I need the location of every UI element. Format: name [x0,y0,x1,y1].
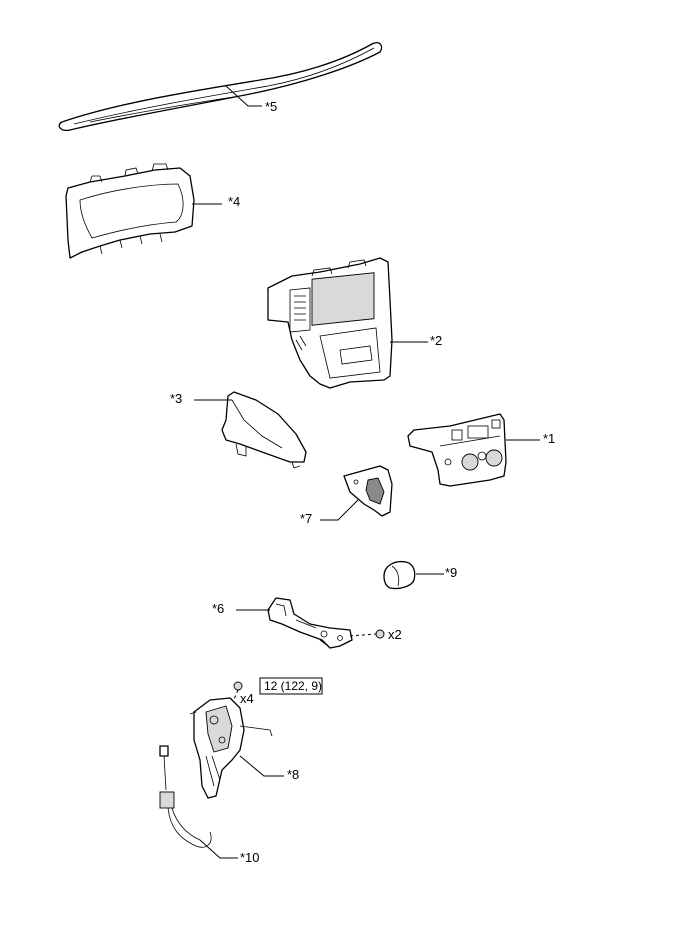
bracket-screw [349,629,385,639]
label-1: *1 [543,431,555,446]
label-10: *10 [240,850,260,865]
part-10-cable [159,745,212,848]
torque-value: 12 (122, 9) [264,679,322,693]
part-9-shift-knob [383,560,416,590]
label-8: *8 [287,767,299,782]
screw-quantity: x2 [388,627,402,642]
label-2: *2 [430,333,442,348]
label-7: *7 [300,511,312,526]
part-3-side-garnish [221,391,307,469]
part-7-shift-indicator [343,465,393,517]
label-3: *3 [170,391,182,406]
torque-box [259,677,323,695]
leader-5 [225,85,262,107]
part-1-ac-control-panel [407,413,507,487]
leader-10 [199,839,238,859]
label-5: *5 [265,99,277,114]
part-4-meter-hood [65,163,195,259]
label-4: *4 [228,194,240,209]
nut-quantity: x4 [240,691,254,706]
label-9: *9 [445,565,457,580]
part-2-center-cluster-panel [267,257,393,389]
part-6-bracket [267,597,353,649]
part-5-garnish-strip [58,42,383,132]
part-8-shift-lever-assembly [189,697,273,799]
leader-7 [320,499,359,521]
label-6: *6 [212,601,224,616]
leader-8 [239,755,284,777]
